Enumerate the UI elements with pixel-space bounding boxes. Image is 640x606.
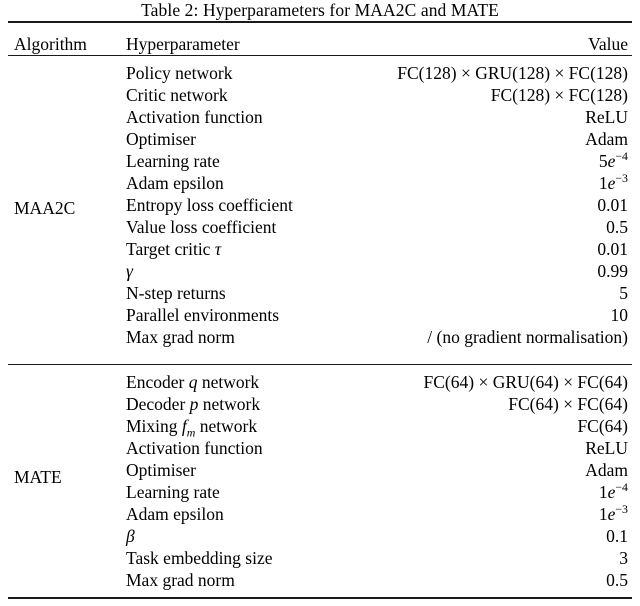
table-rule-top — [8, 21, 632, 24]
cell-hyperparameter: Activation function — [126, 107, 263, 127]
cell-value: 5e−4 — [598, 149, 628, 171]
cell-value: 1e−3 — [598, 171, 628, 193]
cell-value: ReLU — [585, 438, 628, 458]
cell-value: FC(128) × FC(128) — [490, 85, 628, 105]
table-row: Max grad norm 0.5 — [8, 569, 632, 591]
cell-value: Adam — [585, 129, 628, 149]
cell-value: 0.99 — [597, 261, 628, 281]
table-row: Policy network FC(128) × GRU(128) × FC(12… — [8, 62, 632, 84]
table-row: Adam epsilon 1e−3 — [8, 503, 632, 525]
cell-hyperparameter: Value loss coefficient — [126, 217, 277, 237]
table-row: Optimiser Adam — [8, 128, 632, 150]
table-row: Target critic τ 0.01 — [8, 238, 632, 260]
cell-hyperparameter: β — [126, 526, 135, 546]
cell-value: 10 — [610, 305, 629, 325]
column-header-value: Value — [588, 34, 628, 54]
cell-value: 0.1 — [606, 526, 628, 546]
cell-value: 0.5 — [606, 217, 628, 237]
table-row: Task embedding size 3 — [8, 547, 632, 569]
table-header-row: Algorithm Hyperparameter Value — [8, 33, 632, 55]
table-row: Decoder p network FC(64) × FC(64) — [8, 393, 632, 415]
cell-value: FC(64) × GRU(64) × FC(64) — [423, 372, 628, 392]
table-row: Max grad norm / (no gradient normalisatio… — [8, 326, 632, 348]
cell-hyperparameter: Max grad norm — [126, 327, 235, 347]
table-row: Entropy loss coefficient 0.01 — [8, 194, 632, 216]
cell-hyperparameter: γ — [126, 261, 133, 281]
cell-hyperparameter: Optimiser — [126, 460, 196, 480]
table-row: γ 0.99 — [8, 260, 632, 282]
table-row: Learning rate 5e−4 — [8, 150, 632, 172]
cell-hyperparameter: Parallel environments — [126, 305, 280, 325]
cell-hyperparameter: Task embedding size — [126, 548, 273, 568]
cell-hyperparameter: Adam epsilon — [126, 504, 224, 524]
cell-value: FC(64) — [577, 416, 628, 436]
table-row: Optimiser Adam — [8, 459, 632, 481]
group-label-maa2c: MAA2C — [14, 198, 76, 218]
cell-hyperparameter: Learning rate — [126, 482, 220, 502]
cell-value: 0.01 — [597, 195, 628, 215]
cell-hyperparameter: Encoder q network — [126, 372, 260, 392]
cell-hyperparameter: Mixing fm network — [126, 416, 258, 440]
table-row: Activation function ReLU — [8, 106, 632, 128]
table-row: Encoder q network FC(64) × GRU(64) × FC(6… — [8, 371, 632, 393]
cell-hyperparameter: Critic network — [126, 85, 228, 105]
cell-hyperparameter: Target critic τ — [126, 239, 222, 259]
cell-hyperparameter: Learning rate — [126, 151, 220, 171]
cell-value: 1e−3 — [598, 502, 628, 524]
group-label-mate: MATE — [14, 467, 62, 487]
table-row: N-step returns 5 — [8, 282, 632, 304]
cell-value: Adam — [585, 460, 628, 480]
cell-value: 1e−4 — [598, 480, 628, 502]
column-header-algorithm: Algorithm — [14, 34, 87, 54]
cell-hyperparameter: N-step returns — [126, 283, 226, 303]
cell-hyperparameter: Optimiser — [126, 129, 196, 149]
cell-value: FC(64) × FC(64) — [508, 394, 628, 414]
cell-hyperparameter: Policy network — [126, 63, 233, 83]
column-header-hyperparameter: Hyperparameter — [126, 34, 240, 54]
cell-hyperparameter: Adam epsilon — [126, 173, 224, 193]
cell-hyperparameter: Decoder p network — [126, 394, 261, 414]
cell-value: 0.01 — [597, 239, 628, 259]
cell-value: 5 — [619, 283, 628, 303]
table-rule-group-divider — [8, 364, 632, 366]
cell-value: 3 — [619, 548, 628, 568]
table-rule-bottom — [8, 597, 632, 600]
table-rule-header — [8, 55, 632, 57]
cell-hyperparameter: Entropy loss coefficient — [126, 195, 293, 215]
table-row: Parallel environments 10 — [8, 304, 632, 326]
table-row: Value loss coefficient 0.5 — [8, 216, 632, 238]
table-row: Activation function ReLU — [8, 437, 632, 459]
cell-value: 0.5 — [606, 570, 628, 590]
cell-value: FC(128) × GRU(128) × FC(128) — [397, 63, 628, 83]
table-row: β 0.1 — [8, 525, 632, 547]
cell-hyperparameter: Max grad norm — [126, 570, 235, 590]
table-row: Adam epsilon 1e−3 — [8, 172, 632, 194]
table-row: Learning rate 1e−4 — [8, 481, 632, 503]
table-row: Critic network FC(128) × FC(128) — [8, 84, 632, 106]
cell-value: / (no gradient normalisation) — [427, 327, 628, 347]
table-row: Mixing fm network FC(64) — [8, 415, 632, 440]
cell-hyperparameter: Activation function — [126, 438, 263, 458]
table-caption: Table 2: Hyperparameters for MAA2C and M… — [141, 0, 499, 20]
cell-value: ReLU — [585, 107, 628, 127]
